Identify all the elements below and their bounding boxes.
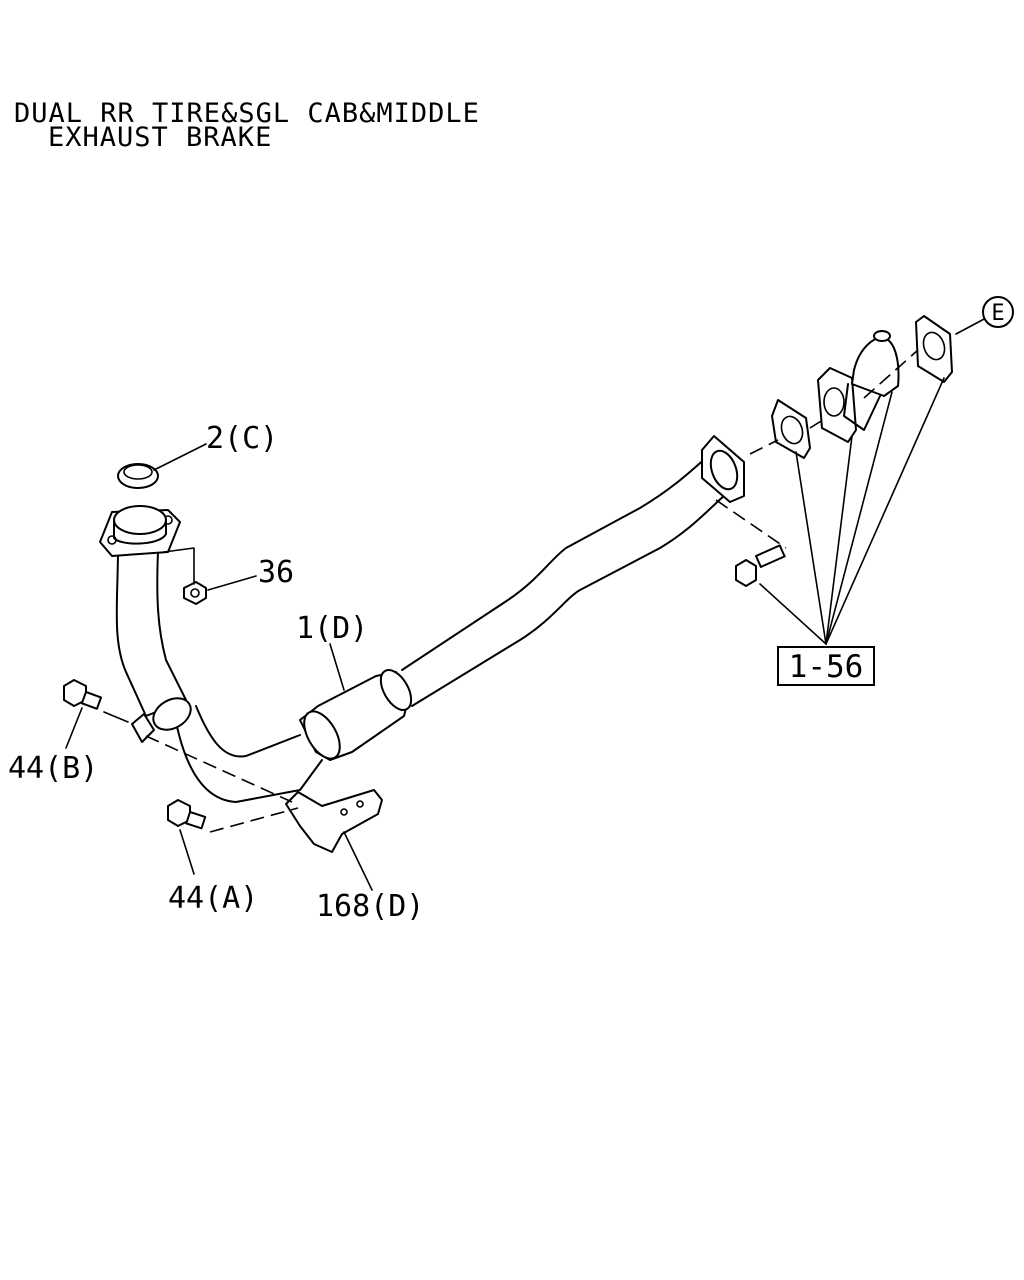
bracket-hole-2 [356, 800, 364, 808]
reference-box-label: 1-56 [789, 649, 864, 685]
bolt-44b-guide [103, 711, 129, 723]
brake-actuator-base [843, 383, 881, 431]
flange-bolt [735, 544, 786, 587]
bracket-plate [285, 789, 383, 853]
pipe-hanger-tab [131, 713, 155, 743]
inlet-opening [113, 505, 167, 535]
nut-hex [183, 581, 207, 605]
reference-circle-label: E [991, 301, 1004, 326]
diagram-title: DUAL RR TIRE&SGL CAB&MIDDLE EXHAUST BRAK… [14, 98, 480, 153]
brake-actuator-cap [873, 330, 891, 342]
leader-ref-e [955, 317, 987, 335]
dash-bolt-a-to-bracket [209, 807, 299, 833]
leader-lines [65, 317, 987, 891]
leader-36 [207, 575, 257, 591]
bolt-44a-shank [185, 811, 207, 830]
reference-box-frame [777, 646, 875, 686]
nut-leader-bracket [163, 547, 195, 585]
reference-circle-e[interactable]: E [982, 296, 1014, 328]
leader-168d [343, 831, 373, 891]
flange-bolt-shank [755, 544, 786, 568]
bracket-part-168d [131, 713, 383, 853]
callout-36: 36 [258, 555, 294, 590]
leader-44a [179, 829, 195, 875]
leader-2c [153, 443, 207, 471]
pipe-lower-edge [411, 493, 727, 707]
bracket-hole-1 [340, 808, 348, 816]
title-line-2: EXHAUST BRAKE [48, 122, 272, 153]
callout-labels: 2(C) 36 1(D) 44(B) 44(A) 168(D) [8, 421, 424, 924]
rear-gasket-2 [915, 315, 953, 383]
nut-hole [190, 588, 200, 598]
brake-housing [817, 367, 857, 443]
exhaust-brake-assembly [749, 315, 953, 459]
bolt-part-44b [63, 679, 129, 723]
pipe-upper-edge [401, 455, 709, 671]
pipe-clamp-ring [152, 697, 192, 731]
alignment-dash-2 [809, 417, 827, 429]
callout-168d: 168(D) [316, 889, 424, 924]
reference-circle [982, 296, 1014, 328]
alignment-dash-1 [749, 439, 779, 455]
title-line-1: DUAL RR TIRE&SGL CAB&MIDDLE [14, 98, 480, 129]
leader-ref-gasket-2 [825, 377, 945, 645]
leader-44b [65, 707, 83, 749]
callout-44a: 44(A) [168, 881, 258, 916]
callout-1d: 1(D) [296, 611, 368, 646]
leader-ref-housing [825, 435, 853, 645]
alignment-lines [145, 499, 787, 833]
leader-ref-gasket-1 [795, 451, 827, 645]
gasket-part-2c [117, 463, 159, 489]
converter-outlet-ring [379, 669, 413, 711]
bolt-44b-shank [80, 690, 103, 710]
converter-inlet-ring [303, 710, 341, 760]
rear-gasket-1-hole [780, 415, 804, 445]
pipe-down-section [115, 547, 187, 717]
dash-bolt-b-to-bracket [145, 735, 293, 803]
rear-gasket-2-hole [922, 331, 946, 361]
alignment-dash-3 [863, 349, 919, 399]
nut-part-36 [163, 547, 207, 605]
callout-44b: 44(B) [8, 751, 98, 786]
leader-ref-bolt [759, 583, 827, 645]
pipe-lower-inner [195, 705, 301, 758]
brake-actuator-body [851, 336, 900, 397]
gasket-ring [117, 463, 159, 489]
gasket-ring-inner [123, 464, 153, 480]
dash-flange-to-bolt [715, 499, 787, 549]
brake-housing-port [823, 387, 845, 417]
callout-2c: 2(C) [206, 421, 278, 456]
pipe-lower-loop [175, 721, 323, 803]
front-exhaust-pipe [99, 435, 745, 803]
reference-box-1-56[interactable]: 1-56 [777, 646, 875, 686]
leader-ref-actuator [825, 391, 893, 645]
inlet-collar [113, 519, 167, 545]
leader-1d [329, 643, 345, 691]
outlet-opening [709, 449, 739, 491]
bolt-part-44a [167, 799, 207, 830]
rear-gasket-1 [771, 399, 811, 459]
flange-bolt-head [735, 559, 757, 587]
